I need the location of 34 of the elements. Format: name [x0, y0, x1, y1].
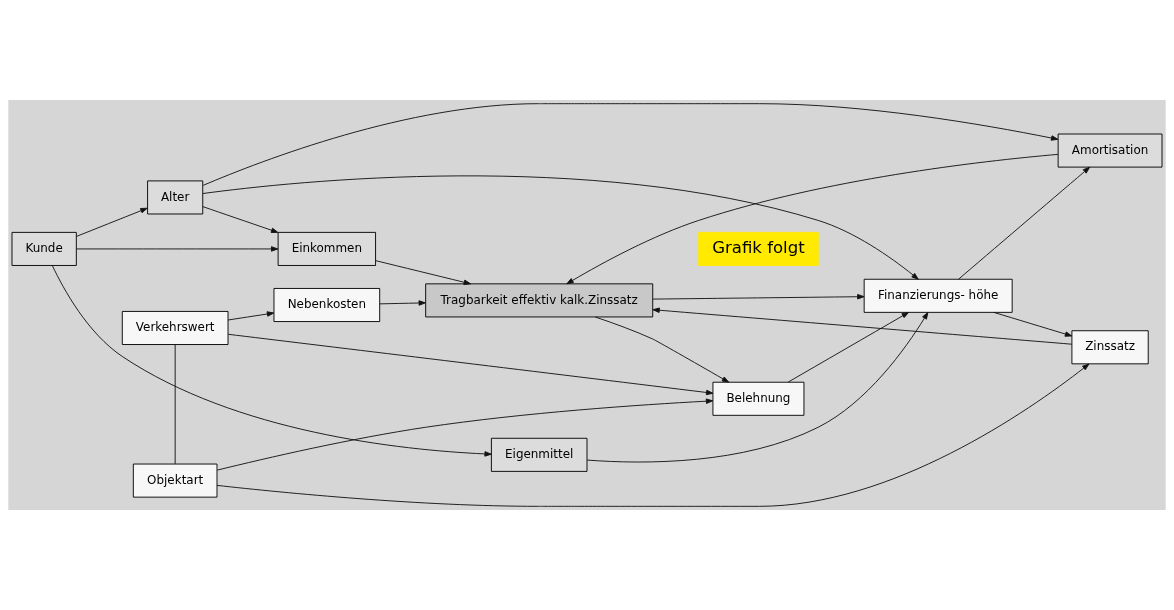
arrow [227, 333, 714, 396]
arrow [202, 175, 919, 280]
node-box: Objektart [132, 463, 218, 498]
arrow [652, 307, 1073, 345]
node-box: Finanzierungs- höhe [863, 278, 1013, 313]
arrow [379, 300, 426, 306]
node-box: Amortisation [1057, 133, 1163, 168]
node-box: Verkehrswert [121, 310, 229, 345]
arrow [375, 260, 471, 285]
connector [174, 344, 176, 465]
arrow [566, 153, 1059, 285]
arrow [202, 206, 279, 233]
arrow [227, 311, 275, 321]
node-box: Eigenmittel [490, 437, 588, 472]
arrow [652, 294, 865, 300]
node-box: Kunde [11, 231, 77, 266]
node-box: Nebenkosten [273, 288, 381, 322]
arrow [216, 363, 1090, 507]
label: Grafik folgt [712, 237, 805, 257]
arrow [594, 316, 730, 383]
arrow [993, 311, 1073, 337]
node-box: Alter [147, 180, 204, 215]
node-box: Belehnung [712, 381, 805, 416]
node-box: Einkommen [277, 231, 377, 266]
arrow [75, 207, 148, 237]
node-box: Zinssatz [1071, 330, 1149, 365]
arrow [202, 103, 1059, 186]
arrow [76, 246, 279, 252]
arrow [958, 166, 1091, 280]
arrow [586, 312, 929, 463]
arrow [787, 311, 910, 383]
arrow [216, 398, 714, 471]
node-box: Tragbarkeit effektiv kalk.Zinssatz [425, 283, 654, 318]
arrow [51, 265, 492, 457]
